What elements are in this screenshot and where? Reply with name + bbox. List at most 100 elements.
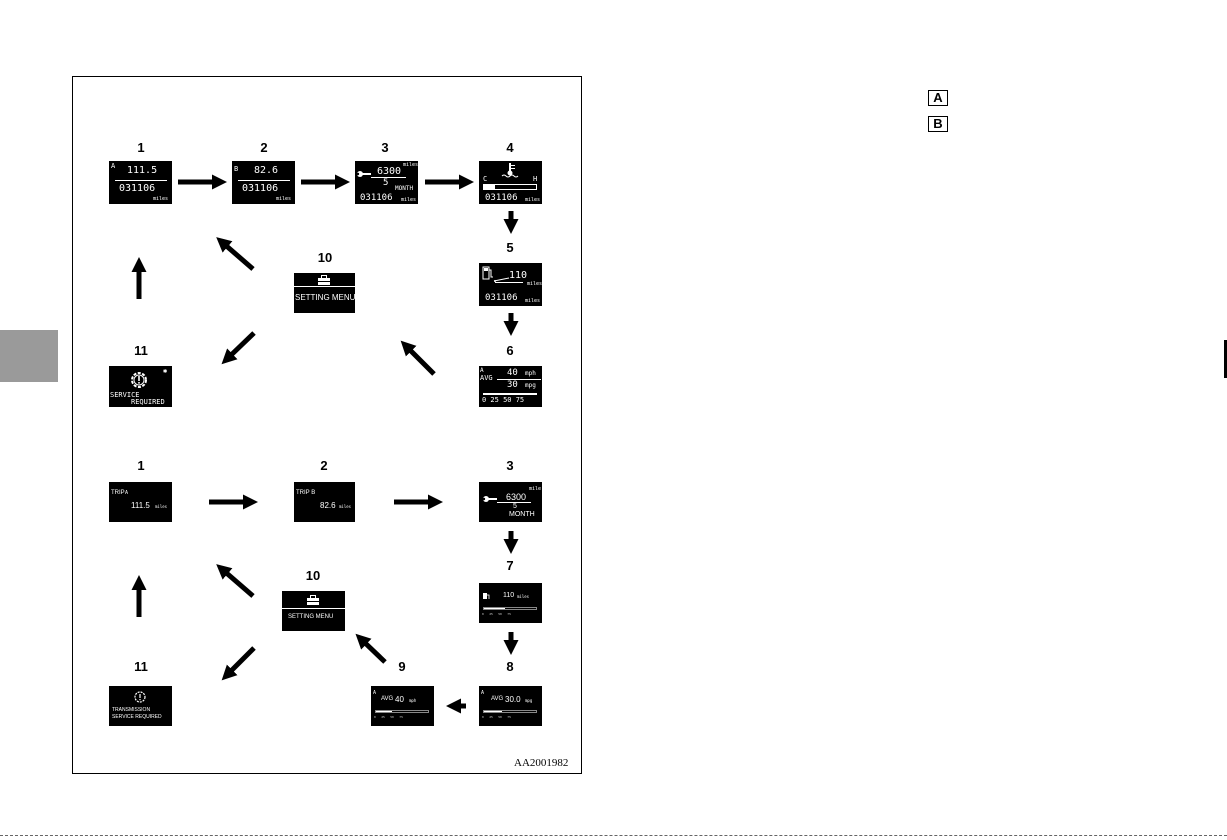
- month-unit: MONTH: [395, 185, 414, 192]
- speed-unit: mph: [525, 370, 536, 377]
- label-b1: 1: [137, 458, 145, 473]
- trip-label: TRIP B: [296, 490, 316, 496]
- screen-a4: C H 031106 miles: [479, 161, 542, 204]
- diagram-frame: [72, 76, 582, 774]
- star-icon: ✱: [163, 367, 168, 375]
- range-value: 110: [503, 592, 515, 599]
- setting-menu-title: SETTING MENU: [288, 614, 334, 620]
- range-scale-fill: [484, 608, 505, 609]
- avg-speed: 40: [507, 368, 518, 378]
- wrench-icon: [483, 496, 497, 502]
- unit: miles: [155, 504, 168, 509]
- service-line2: SERVICE REQUIRED: [112, 714, 162, 720]
- divider: [238, 180, 290, 181]
- label-b2: 2: [320, 458, 328, 473]
- label-b8: 8: [506, 659, 514, 674]
- screen-b11: TRANSMISSION SERVICE REQUIRED: [109, 686, 172, 726]
- speed-scale-fill: [376, 711, 392, 712]
- label-b3: 3: [506, 458, 514, 473]
- screen-b7: 110 miles 0 25 50 75: [479, 583, 542, 623]
- screen-a11: ✱ SERVICE REQUIRED: [109, 366, 172, 407]
- trip-value: 82.6: [254, 165, 279, 176]
- avg-label: AVG: [491, 696, 504, 702]
- fuel-pump-icon: [483, 593, 490, 599]
- trip-badge: A: [481, 690, 485, 696]
- avg-economy: 30: [507, 380, 518, 390]
- label-a3: 3: [381, 140, 389, 155]
- label-a5: 5: [506, 240, 514, 255]
- service-line2: REQUIRED: [131, 398, 165, 406]
- screen-b3: mile 6300 5 MONTH: [479, 482, 542, 522]
- label-b11: 11: [134, 659, 148, 674]
- range-unit: miles: [527, 281, 542, 287]
- label-a11: 11: [134, 343, 148, 358]
- screen-b10: SETTING MENU: [282, 591, 345, 631]
- range-unit: miles: [517, 594, 530, 599]
- hot-label: H: [533, 175, 538, 183]
- screen-a1: A 111.5 031106 miles: [109, 161, 172, 204]
- range-value: 110: [509, 270, 528, 281]
- range-scale-bar: [483, 607, 537, 610]
- service-line1: SERVICE: [110, 391, 140, 399]
- arrow-b9-b10: [355, 633, 387, 664]
- label-a10: 10: [317, 250, 333, 265]
- economy-scale-fill: [484, 711, 503, 712]
- odometer: 031106: [485, 293, 518, 303]
- divider: [115, 180, 167, 181]
- economy-unit: mpg: [525, 698, 533, 703]
- economy-scale-bar: [483, 393, 537, 395]
- screen-a6: A AVG 40 mph 30 mpg 0 25 50 75: [479, 366, 542, 407]
- arrow-a10-a1: [216, 237, 255, 271]
- arrow-b10-b1: [216, 564, 255, 598]
- toolbox-icon: [307, 595, 319, 605]
- month-unit: MONTH: [509, 511, 535, 518]
- economy-scale: 0 25 50 75: [482, 396, 525, 404]
- legend-key-a: A: [928, 90, 948, 106]
- odometer: 031106: [242, 183, 279, 194]
- temp-gauge: [483, 184, 537, 190]
- trip-badge: A: [480, 367, 484, 374]
- label-b7: 7: [506, 558, 514, 573]
- distance-unit: miles: [403, 162, 418, 168]
- label-a1: 1: [137, 140, 145, 155]
- unit: miles: [276, 196, 292, 202]
- divider: [294, 286, 355, 287]
- label-b10: 10: [305, 568, 321, 583]
- trip-value: 111.5: [127, 165, 158, 176]
- speed-scale-bar: [375, 710, 429, 713]
- trip-b-badge: B: [234, 165, 239, 173]
- gear-warning-icon: [134, 691, 146, 703]
- arrow-b10-b11: [221, 646, 256, 681]
- unit: miles: [339, 504, 352, 509]
- service-months: 5: [383, 178, 389, 188]
- service-distance: 6300: [506, 492, 527, 502]
- label-a6: 6: [506, 343, 514, 358]
- unit: miles: [525, 298, 541, 304]
- divider: [282, 608, 345, 609]
- label-a2: 2: [260, 140, 268, 155]
- speed-unit: mph: [409, 698, 417, 703]
- trip-value: 111.5: [131, 501, 150, 510]
- service-line1: TRANSMISSION: [112, 707, 151, 713]
- distance-unit: mile: [529, 486, 542, 492]
- avg-economy: 30.0: [505, 695, 521, 704]
- economy-unit: mpg: [525, 382, 536, 389]
- trip-a-badge: A: [111, 162, 116, 170]
- speed-scale: 0 25 50 75: [374, 715, 403, 719]
- gear-warning-icon: [131, 372, 147, 388]
- trip-value: 82.6: [320, 501, 336, 510]
- legend-key-b: B: [928, 116, 948, 132]
- setting-menu-title: SETTING MENU: [295, 293, 355, 302]
- screen-a10: SETTING MENU: [294, 273, 355, 313]
- arrow-a6-a10: [400, 340, 436, 376]
- label-b9: 9: [398, 659, 406, 674]
- section-tab: [0, 330, 58, 382]
- unit: miles: [401, 197, 417, 203]
- economy-scale: 0 25 50 75: [482, 715, 511, 719]
- wrench-icon: [357, 171, 371, 177]
- trip-a-badge: A: [125, 490, 129, 496]
- bottom-rule: [0, 835, 1227, 836]
- screen-b1: TRIP A 111.5 miles: [109, 482, 172, 522]
- cold-label: C: [483, 175, 488, 183]
